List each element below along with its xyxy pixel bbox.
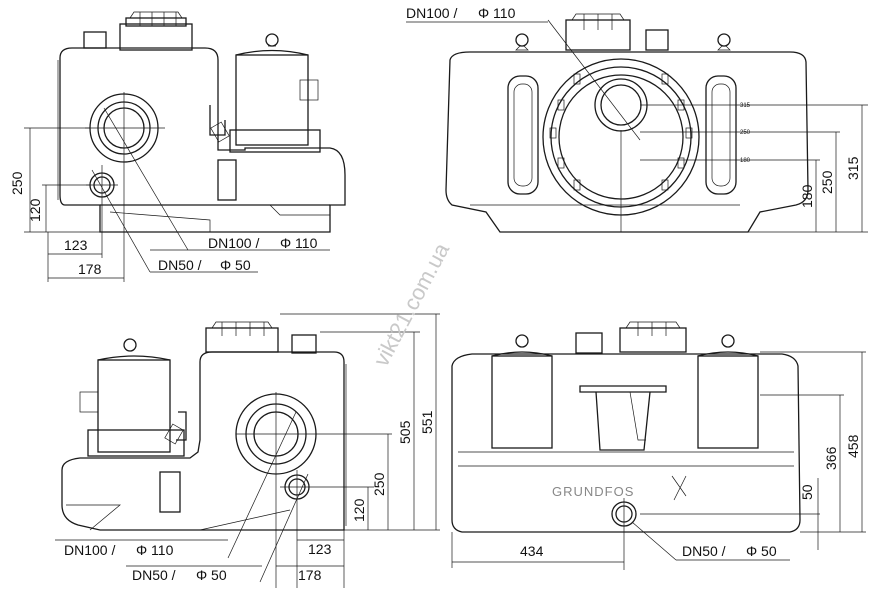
tl-dn100-label: DN100 / (208, 235, 259, 251)
tr-dim-180: 180 (799, 184, 815, 208)
bl-dn50-label: DN50 / (132, 567, 176, 583)
bl-dn50-dia: Φ 50 (196, 567, 227, 583)
tl-dim-250: 250 (9, 171, 25, 195)
br-dim-50: 50 (799, 484, 815, 500)
br-dim-434: 434 (520, 543, 544, 559)
tl-dim-123: 123 (64, 237, 88, 253)
tr-dim-250: 250 (819, 170, 835, 194)
tr-dn100-label: DN100 / (406, 5, 457, 21)
bl-dim-551: 551 (419, 410, 435, 434)
tr-dn100-dia: Φ 110 (478, 5, 516, 21)
view-bottom-left (55, 313, 440, 588)
tl-dn50-label: DN50 / (158, 257, 202, 273)
br-dim-366: 366 (823, 446, 839, 470)
tr-level-180: 180 (740, 158, 751, 164)
bl-dim-250: 250 (371, 472, 387, 496)
bl-dn100-dia: Φ 110 (136, 542, 174, 558)
tr-dim-315: 315 (845, 156, 861, 180)
view-top-right (445, 13, 868, 233)
bl-dn100-label: DN100 / (64, 542, 115, 558)
bl-dim-123: 123 (308, 541, 332, 557)
watermark: vikt21.com.ua (368, 238, 454, 370)
br-dim-458: 458 (845, 434, 861, 458)
tl-dn50-dia: Φ 50 (220, 257, 251, 273)
bl-dim-120: 120 (351, 498, 367, 522)
bl-dim-178: 178 (298, 567, 322, 583)
view-top-left (24, 11, 346, 282)
br-dn50-label: DN50 / (682, 543, 726, 559)
br-dn50-dia: Φ 50 (746, 543, 777, 559)
tr-level-315: 315 (740, 103, 751, 109)
view-bottom-right: GRUNDFOS (451, 321, 866, 570)
br-brand: GRUNDFOS (552, 484, 634, 499)
tl-dn100-dia: Φ 110 (280, 235, 318, 251)
tl-dim-120: 120 (27, 198, 43, 222)
tr-level-250: 250 (740, 130, 751, 136)
bl-dim-505: 505 (397, 420, 413, 444)
tl-dim-178: 178 (78, 261, 102, 277)
